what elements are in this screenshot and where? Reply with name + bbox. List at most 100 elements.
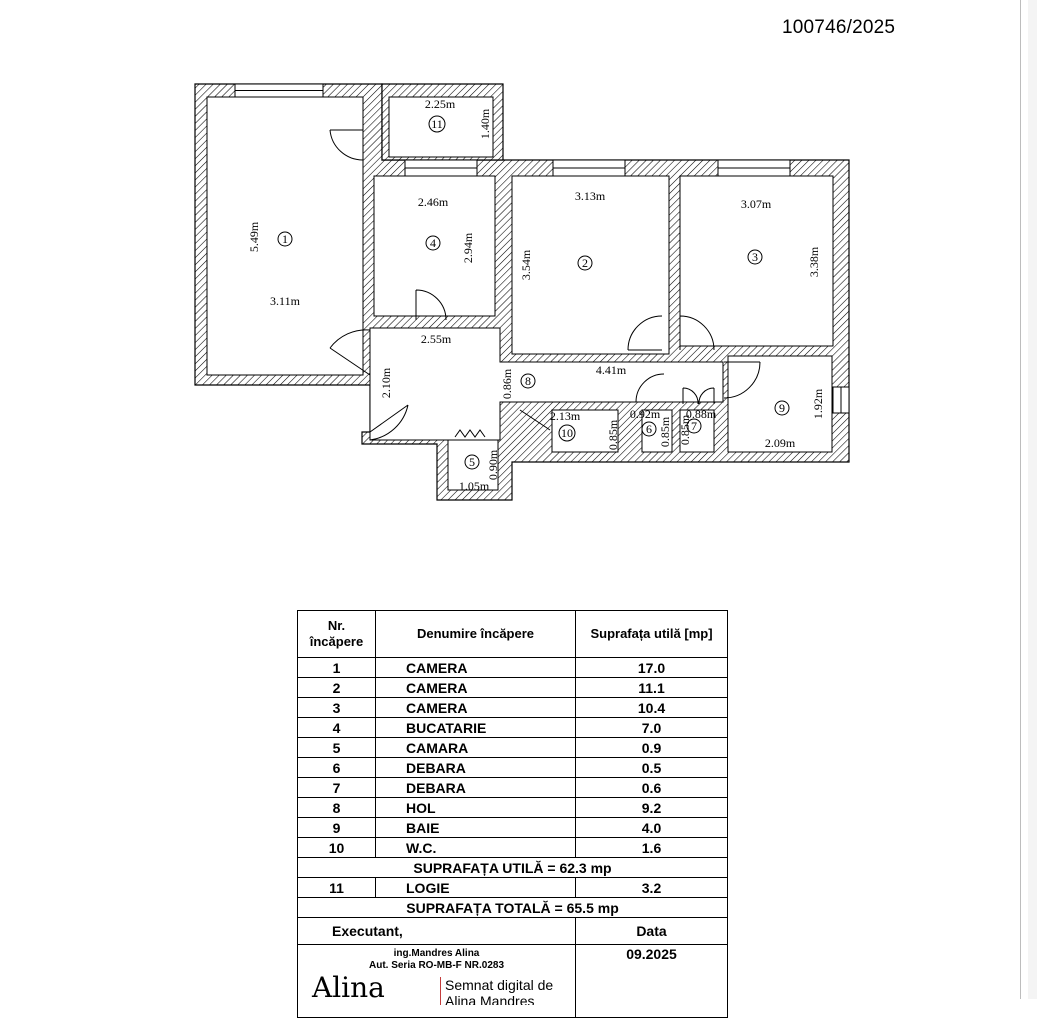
room-number-7: 7 [691, 419, 697, 433]
walls [194, 83, 850, 501]
digital-signature-stamp: Semnat digital de Alina Mandres [440, 977, 553, 1005]
dim-room2-height: 3.54m [519, 249, 533, 280]
dim-room5-width: 1.05m [459, 479, 490, 493]
page-edge [1020, 0, 1021, 999]
header-nr: Nr.încăpere [297, 610, 376, 658]
row-area: 0.6 [575, 777, 728, 798]
row-nr: 1 [297, 657, 376, 678]
row-nr: 10 [297, 837, 376, 858]
executant-row: Executant, Data [297, 917, 728, 945]
row-name: BUCATARIE [375, 717, 576, 738]
row-nr: 5 [297, 737, 376, 758]
room-labels [277, 115, 790, 470]
signature-row: ing.Mandres Alina Aut. Seria RO-MB-F NR.… [297, 944, 728, 1018]
row-area: 0.5 [575, 757, 728, 778]
room-number-8: 8 [525, 374, 531, 388]
row-nr: 6 [297, 757, 376, 778]
room-number-9: 9 [779, 401, 785, 415]
useful-total-row: SUPRAFAȚA UTILĂ = 62.3 mp [297, 857, 728, 878]
header-name: Denumire încăpere [375, 610, 576, 658]
row-name: CAMARA [375, 737, 576, 758]
dim-room3-height: 3.38m [807, 246, 821, 277]
row-area: 11.1 [575, 677, 728, 698]
grand-total: SUPRAFAȚA TOTALĂ = 65.5 mp [297, 897, 728, 918]
room-number-1: 1 [282, 232, 288, 246]
row-name: CAMERA [375, 677, 576, 698]
row-name: BAIE [375, 817, 576, 838]
row-nr: 8 [297, 797, 376, 818]
header-nr-line1: Nr. [327, 618, 346, 633]
document-number: 100746/2025 [782, 17, 896, 38]
room-number-2: 2 [582, 256, 588, 270]
row-nr: 2 [297, 677, 376, 698]
room-number-11: 11 [431, 117, 443, 131]
dim-room7-width: 0.88m [686, 407, 717, 421]
date-value: 09.2025 [575, 944, 728, 1018]
signature-cursive: Alina [312, 971, 385, 1004]
page-margin [1028, 0, 1037, 999]
row-area: 1.6 [575, 837, 728, 858]
rooms-table: Nr.încăpere Denumire încăpere Suprafața … [297, 610, 728, 1018]
room-number-6: 6 [646, 422, 652, 436]
row-name: HOL [375, 797, 576, 818]
row-name: DEBARA [375, 757, 576, 778]
row-nr: 9 [297, 817, 376, 838]
dim-room4-height: 2.94m [461, 232, 475, 263]
row-name: W.C. [375, 837, 576, 858]
header-area: Suprafața utilă [mp] [575, 610, 728, 658]
engineer-info: ing.Mandres Alina Aut. Seria RO-MB-F NR.… [302, 945, 571, 972]
row-area: 10.4 [575, 697, 728, 718]
row-nr: 4 [297, 717, 376, 738]
engineer-authorization: Aut. Seria RO-MB-F NR.0283 [368, 960, 505, 971]
dim-room11-width: 2.25m [425, 97, 456, 111]
dim-room1-width: 3.11m [270, 294, 301, 308]
dim-hall-width: 2.55m [421, 332, 452, 346]
windows [234, 83, 850, 414]
grand-total-row: SUPRAFAȚA TOTALĂ = 65.5 mp [297, 897, 728, 918]
dim-room5-height: 0.90m [486, 449, 500, 480]
row-area: 7.0 [575, 717, 728, 738]
dim-room6-width: 0.92m [630, 407, 661, 421]
table-row: 11 LOGIE 3.2 [297, 877, 728, 898]
row-name: LOGIE [375, 877, 576, 898]
data-label: Data [575, 917, 728, 945]
dim-room6-height: 0.85m [658, 416, 672, 447]
doors [329, 129, 761, 441]
row-area: 9.2 [575, 797, 728, 818]
engineer-name: ing.Mandres Alina [393, 948, 480, 959]
dim-hall-depth: 2.10m [379, 367, 393, 398]
dim-room11-height: 1.40m [478, 108, 492, 139]
room-number-3: 3 [752, 250, 758, 264]
useful-total: SUPRAFAȚA UTILĂ = 62.3 mp [297, 857, 728, 878]
row-nr: 7 [297, 777, 376, 798]
dim-room9-height: 1.92m [811, 388, 825, 419]
dim-room7-height: 0.85m [678, 414, 692, 445]
table-header-row: Nr.încăpere Denumire încăpere Suprafața … [297, 610, 728, 658]
row-name: CAMERA [375, 657, 576, 678]
dim-room8-length: 4.41m [596, 363, 627, 377]
dim-room9-width: 2.09m [765, 436, 796, 450]
dim-room3-width: 3.07m [741, 197, 772, 211]
dim-room10-width: 2.13m [550, 409, 581, 423]
row-name: CAMERA [375, 697, 576, 718]
room-number-4: 4 [430, 236, 436, 250]
signature-cell: ing.Mandres Alina Aut. Seria RO-MB-F NR.… [297, 944, 576, 1018]
row-nr: 3 [297, 697, 376, 718]
row-area: 4.0 [575, 817, 728, 838]
row-area: 3.2 [575, 877, 728, 898]
dimension-labels: 5.49m 3.11m 3.13m 3.54m 3.07m 3.38m 2.46… [247, 97, 825, 493]
room-numbers: 1 2 3 4 5 6 7 8 9 10 11 [282, 117, 785, 469]
room-number-10: 10 [561, 426, 573, 440]
row-area: 0.9 [575, 737, 728, 758]
executant-label: Executant, [297, 917, 576, 945]
dim-room10-height: 0.85m [606, 419, 620, 450]
